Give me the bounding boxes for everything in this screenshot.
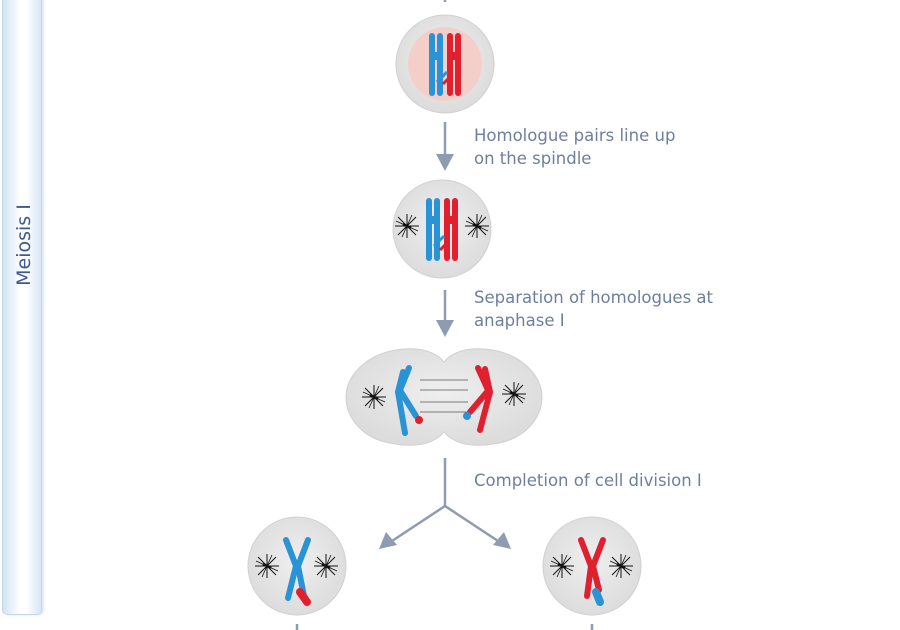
chromosome-red-pair	[444, 198, 458, 261]
arrow-division-split	[379, 458, 511, 549]
chromosome-red-migrating	[463, 365, 494, 433]
chromosome-blue-migrating	[394, 365, 423, 436]
arrow-separation	[436, 290, 454, 337]
aster-right	[500, 380, 528, 408]
chromosome-red-dyad	[578, 537, 606, 606]
cell-anaphase-I	[345, 348, 543, 446]
cell-metaphase-I	[392, 179, 492, 279]
meiosis-sidebar: Meiosis I	[2, 0, 42, 615]
aster-left	[393, 212, 421, 240]
cell-paired-homologues	[395, 14, 495, 114]
step-label-separation: Separation of homologues at anaphase I	[474, 288, 714, 330]
step-label-completion: Completion of cell division I	[474, 471, 702, 490]
arrow-lineup	[436, 122, 454, 171]
aster-left	[360, 383, 388, 411]
aster-left	[253, 552, 281, 580]
aster-right	[607, 552, 635, 580]
aster-right	[463, 212, 491, 240]
step-label-lineup: Homologue pairs line up on the spindle	[474, 126, 676, 168]
aster-right	[312, 552, 340, 580]
daughter-cell-right	[542, 516, 642, 616]
chromosome-blue-dyad	[283, 537, 311, 606]
aster-left	[548, 552, 576, 580]
daughter-cell-left	[247, 516, 347, 616]
